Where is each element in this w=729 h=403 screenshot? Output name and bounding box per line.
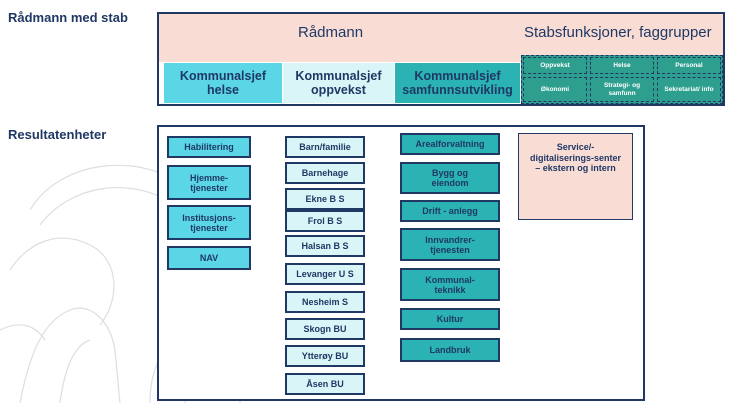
unit-arealforvaltning-label: Arealforvaltning xyxy=(415,139,485,149)
unit-landbruk: Landbruk xyxy=(400,338,500,362)
unit-service-digitalisering-label: Service/-digitaliserings-senter – ekster… xyxy=(529,142,622,173)
unit-kommunalteknikk-label: Kommunal-teknikk xyxy=(425,274,475,295)
unit-halsan: Halsan B S xyxy=(285,235,365,257)
unit-landbruk-label: Landbruk xyxy=(429,345,471,355)
unit-halsan-label: Halsan B S xyxy=(301,241,349,251)
unit-asen: Åsen BU xyxy=(285,373,365,395)
unit-ytteroy: Ytterøy BU xyxy=(285,345,365,367)
unit-levanger-label: Levanger U S xyxy=(296,269,354,279)
unit-kultur: Kultur xyxy=(400,308,500,330)
unit-innvandrertjenesten: Innvandrer-tjenesten xyxy=(400,228,500,261)
unit-ekne-label: Ekne B S xyxy=(305,194,345,204)
stab-okonomi: Økonomi xyxy=(523,77,587,102)
stab-helse-label: Helse xyxy=(613,61,631,69)
staff-section-label: Rådmann med stab xyxy=(8,10,128,25)
radmann-title: Rådmann xyxy=(298,24,364,41)
unit-barnehage-label: Barnehage xyxy=(301,168,349,178)
stab-oppvekst-label: Oppvekst xyxy=(540,61,570,69)
results-section-label: Resultatenheter xyxy=(8,127,107,142)
unit-innvandrertjenesten-label: Innvandrer-tjenesten xyxy=(425,234,475,255)
stab-oppvekst: Oppvekst xyxy=(523,57,587,74)
kommunalsjef-helse-box: Kommunalsjef helse xyxy=(164,63,283,103)
unit-drift-anlegg-label: Drift - anlegg xyxy=(422,206,478,216)
unit-nesheim: Nesheim S xyxy=(285,291,365,313)
stab-helse: Helse xyxy=(590,57,654,74)
kommunalsjef-samfunn-label: Kommunalsjef samfunnsutvikling xyxy=(402,69,513,97)
unit-barnehage: Barnehage xyxy=(285,162,365,184)
unit-nav: NAV xyxy=(167,246,251,270)
unit-habilitering-label: Habilitering xyxy=(184,142,234,152)
radmann-banner xyxy=(159,14,723,62)
unit-institusjonstjenester-label: Institusjons-tjenester xyxy=(182,212,236,233)
unit-service-digitalisering: Service/-digitaliserings-senter – ekster… xyxy=(518,133,633,220)
stab-sekretariat-label: Sekretariat/ info xyxy=(664,85,714,93)
unit-institusjonstjenester: Institusjons-tjenester xyxy=(167,205,251,240)
unit-barn-familie: Barn/familie xyxy=(285,136,365,158)
stab-personal-label: Personal xyxy=(675,61,703,69)
unit-bygg-eiendom: Bygg og eiendom xyxy=(400,162,500,194)
unit-ytteroy-label: Ytterøy BU xyxy=(301,351,349,361)
kommunalsjef-helse-label: Kommunalsjef helse xyxy=(179,69,267,97)
stab-personal: Personal xyxy=(657,57,721,74)
kommunalsjef-oppvekst-box: Kommunalsjef oppvekst xyxy=(283,63,395,103)
unit-levanger: Levanger U S xyxy=(285,263,365,285)
unit-kultur-label: Kultur xyxy=(436,314,464,324)
unit-hjemmetjenester: Hjemme-tjenester xyxy=(167,165,251,200)
kommunalsjef-samfunn-box: Kommunalsjef samfunnsutvikling xyxy=(395,63,521,103)
unit-frol-label: Frol B S xyxy=(307,216,343,226)
unit-kommunalteknikk: Kommunal-teknikk xyxy=(400,268,500,301)
unit-skogn-label: Skogn BU xyxy=(303,324,347,334)
unit-barn-familie-label: Barn/familie xyxy=(299,142,351,152)
unit-frol: Frol B S xyxy=(285,210,365,232)
stab-title: Stabsfunksjoner, faggrupper xyxy=(524,24,712,41)
unit-asen-label: Åsen BU xyxy=(306,379,344,389)
stab-okonomi-label: Økonomi xyxy=(540,85,570,93)
unit-drift-anlegg: Drift - anlegg xyxy=(400,200,500,222)
stab-strategi: Strategi- og samfunn xyxy=(590,77,654,102)
unit-hjemmetjenester-label: Hjemme-tjenester xyxy=(189,172,228,193)
unit-habilitering: Habilitering xyxy=(167,136,251,158)
unit-arealforvaltning: Arealforvaltning xyxy=(400,133,500,155)
kommunalsjef-oppvekst-label: Kommunalsjef oppvekst xyxy=(295,69,382,97)
stab-strategi-label: Strategi- og samfunn xyxy=(603,82,641,97)
stab-sekretariat: Sekretariat/ info xyxy=(657,77,721,102)
unit-bygg-eiendom-label: Bygg og eiendom xyxy=(431,168,469,188)
unit-ekne: Ekne B S xyxy=(285,188,365,210)
unit-skogn: Skogn BU xyxy=(285,318,365,340)
unit-nav-label: NAV xyxy=(199,253,219,263)
unit-nesheim-label: Nesheim S xyxy=(301,297,349,307)
